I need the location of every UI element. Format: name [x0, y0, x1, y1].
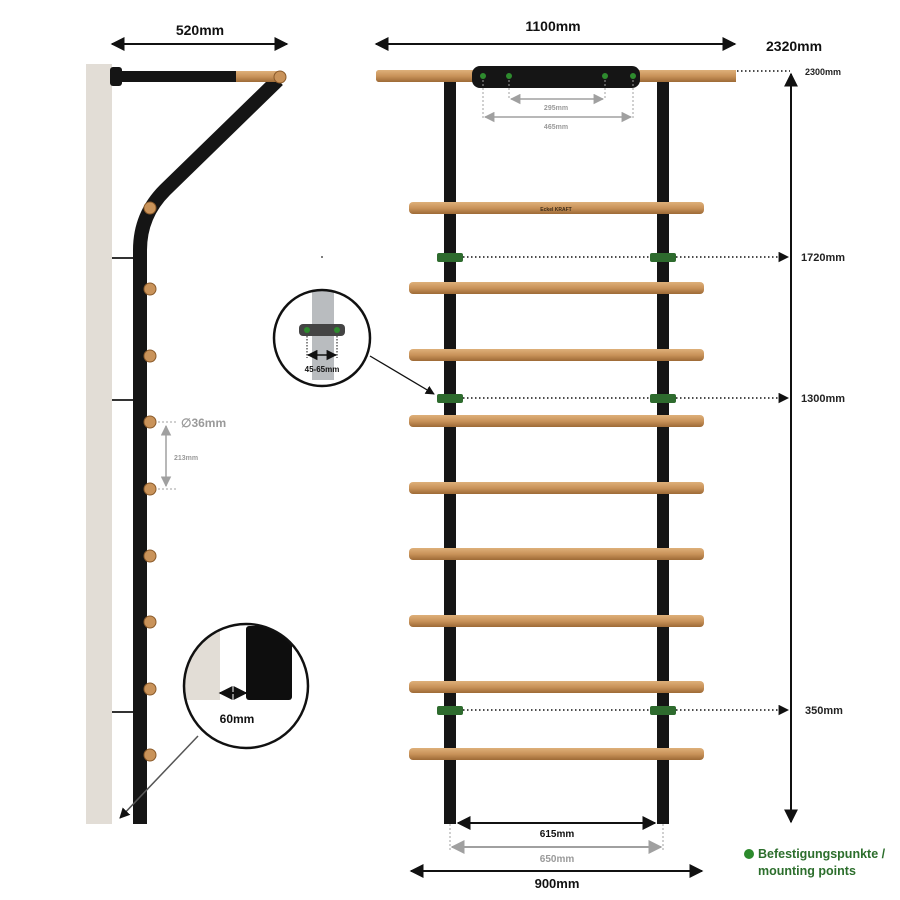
- mount-upper-height-label: 1720mm: [801, 252, 845, 264]
- top-bar-height-label: 2300mm: [805, 67, 841, 77]
- front-post-left: [444, 80, 456, 824]
- rung: [409, 202, 704, 214]
- side-top-arm: [112, 71, 238, 82]
- rung: [409, 282, 704, 294]
- front-rungs: [409, 202, 704, 760]
- front-top-mount-points: [480, 73, 636, 79]
- mount-bracket: [650, 706, 676, 715]
- rung: [409, 681, 704, 693]
- rung: [409, 615, 704, 627]
- wall-gap-label: 60mm: [220, 712, 255, 726]
- rung: [409, 548, 704, 560]
- mount-middle-height-label: 1300mm: [801, 393, 845, 405]
- side-top-arm-wood: [236, 71, 282, 82]
- depth-label: 520mm: [176, 22, 224, 38]
- rung-spacing-label: 213mm: [174, 455, 198, 462]
- mount-bracket: [650, 253, 676, 262]
- wall-gap-magnifier: 60mm: [119, 622, 310, 819]
- mount-bracket: [437, 394, 463, 403]
- mount-bracket: [650, 394, 676, 403]
- front-view: 295mm 465mm Eckel KRAFT: [374, 18, 845, 891]
- total-height-label: 2320mm: [766, 38, 822, 54]
- side-post: [133, 74, 283, 824]
- front-post-right: [657, 80, 669, 824]
- front-mount-brackets: [437, 253, 676, 715]
- outer-mount-spacing-label: 465mm: [544, 124, 568, 131]
- inner-mount-spacing-label: 295mm: [544, 105, 568, 112]
- bracket-magnifier: 45-65mm: [272, 288, 435, 395]
- legend-line-2: mounting points: [758, 864, 856, 878]
- bracket-range-label: 45-65mm: [305, 365, 340, 374]
- mount-bracket: [437, 706, 463, 715]
- mounting-points-legend: Befestigungspunkte / mounting points: [744, 846, 885, 880]
- top-bar-width-label: 1100mm: [525, 18, 580, 34]
- rung-width-label: 900mm: [535, 876, 580, 891]
- rung: [409, 415, 704, 427]
- rung: [409, 748, 704, 760]
- rung: [409, 349, 704, 361]
- side-rung-ends: [143, 201, 157, 762]
- post-inner-spacing-label: 615mm: [540, 829, 575, 840]
- mount-bracket: [437, 253, 463, 262]
- brand-label: Eckel KRAFT: [540, 207, 571, 213]
- side-view: 520mm ∅36mm 213mm: [86, 22, 289, 824]
- mount-lower-height-label: 350mm: [805, 705, 843, 717]
- front-top-mount-plate: [472, 66, 640, 88]
- legend-line-1: Befestigungspunkte /: [758, 847, 886, 861]
- wall: [86, 64, 112, 824]
- rung: [409, 482, 704, 494]
- post-outer-spacing-label: 650mm: [540, 854, 575, 865]
- rung-diameter-label: ∅36mm: [181, 416, 226, 430]
- mounting-point-dot-icon: [744, 849, 754, 859]
